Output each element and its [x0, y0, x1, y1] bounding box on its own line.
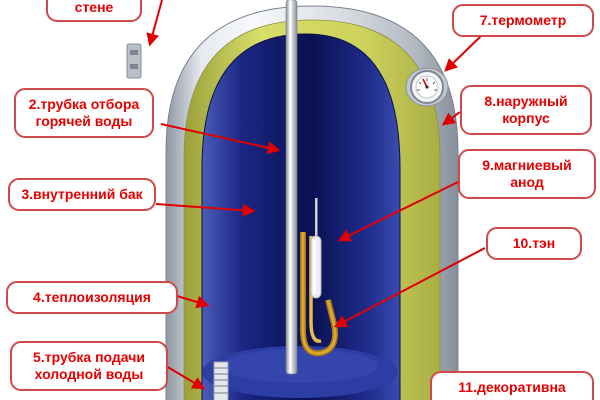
label-outer-casing: 8.наружный корпус [460, 85, 592, 135]
label-cold-water-tube: 5.трубка подачи холодной воды [10, 341, 168, 391]
tank-bottom-highlight [222, 349, 378, 383]
magnesium-anode-shape [310, 198, 322, 299]
inner-tank-shape [201, 33, 401, 400]
arrow-to-insulation [176, 295, 210, 309]
label-heating-element: 10.тэн [486, 227, 582, 260]
heating-element-shape [300, 232, 339, 357]
label-wall-mount-text: стене [74, 0, 114, 16]
label-thermometer: 7.термометр [452, 4, 594, 37]
arrow-to-inner-tank [155, 203, 256, 217]
arrow-to-heating-element [333, 247, 486, 328]
arrow-to-cold-water-tube [165, 365, 206, 390]
label-insulation: 4.теплоизоляция [6, 281, 178, 314]
arrow-to-anode [337, 181, 459, 242]
hot-water-pipe-shape [285, 0, 298, 375]
wall-bracket-shape [126, 43, 142, 79]
label-wall-mount: стене [46, 0, 142, 22]
label-hot-water-tube: 2.трубка отбора горячей воды [14, 88, 154, 138]
label-decorative-panel: 11.декоративна [430, 371, 594, 400]
arrow-to-hot-water-pipe [160, 123, 281, 155]
arrow-to-thermometer [444, 35, 482, 72]
label-magnesium-anode: 9.магниевый анод [458, 149, 596, 199]
label-inner-tank: 3.внутренний бак [8, 178, 156, 211]
thermometer-gauge [405, 67, 449, 107]
callout-arrows [146, 0, 486, 390]
cold-water-diffuser-shape [213, 361, 229, 400]
arrow-to-wall-bracket [146, 0, 163, 47]
arrow-to-outer-casing [441, 111, 461, 126]
